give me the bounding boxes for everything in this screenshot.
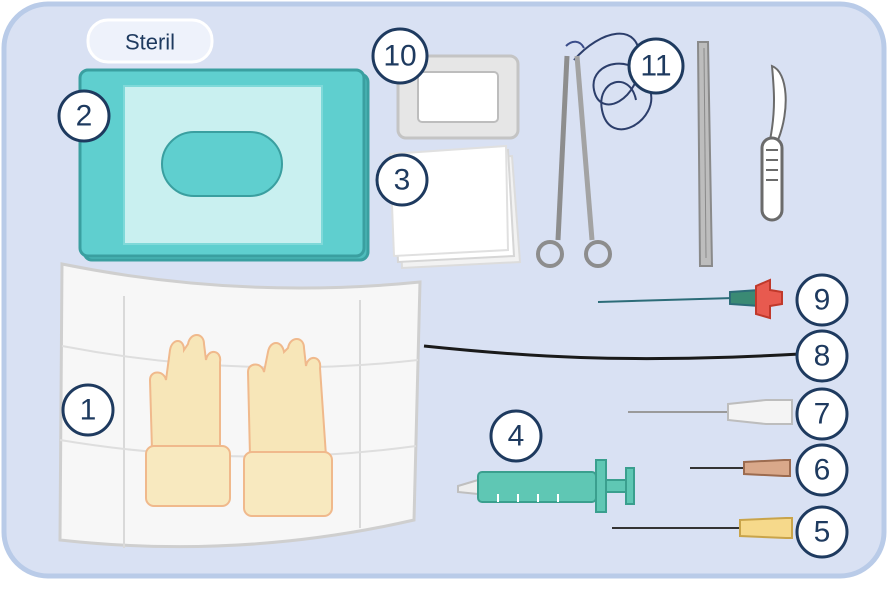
label-11-text: 11 <box>640 50 671 83</box>
sterile-tag: Steril <box>86 18 214 64</box>
clear-needle-icon <box>628 399 793 425</box>
syringe-icon <box>457 459 635 513</box>
sterile-package-icon <box>78 68 370 262</box>
label-10: 10 <box>371 27 429 85</box>
label-1-text: 1 <box>80 394 97 427</box>
label-8: 8 <box>795 329 849 383</box>
label-3-text: 3 <box>394 164 411 197</box>
label-11: 11 <box>627 37 685 95</box>
cannula-icon <box>597 278 783 320</box>
label-7: 7 <box>795 387 849 441</box>
label-2: 2 <box>57 89 111 143</box>
label-6-text: 6 <box>814 454 831 487</box>
catheter-line-icon <box>423 344 801 361</box>
sterile-label: Steril <box>125 30 175 55</box>
label-5-text: 5 <box>814 516 831 549</box>
label-4-text: 4 <box>508 420 525 453</box>
label-1: 1 <box>61 383 115 437</box>
label-7-text: 7 <box>814 398 831 431</box>
gauze-swabs-icon <box>388 144 522 270</box>
label-8-text: 8 <box>814 340 831 373</box>
adhesive-dressing-icon <box>396 54 520 140</box>
label-9: 9 <box>795 273 849 327</box>
label-9-text: 9 <box>814 284 831 317</box>
sterile-gloves-on-drape-icon <box>58 262 422 549</box>
label-10-text: 10 <box>383 40 416 73</box>
label-3: 3 <box>375 153 429 207</box>
yellow-needle-icon <box>612 517 793 539</box>
label-5: 5 <box>795 505 849 559</box>
label-2-text: 2 <box>76 100 93 133</box>
label-4: 4 <box>489 409 543 463</box>
label-6: 6 <box>795 443 849 497</box>
brown-needle-icon <box>690 459 791 477</box>
